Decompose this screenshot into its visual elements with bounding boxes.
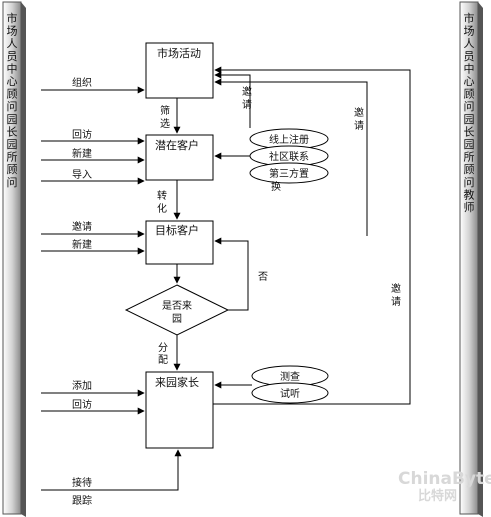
label-invite-c-1: 邀 [391, 282, 401, 295]
left-input-arrows [41, 86, 182, 491]
label-no: 否 [258, 271, 268, 283]
assessment-label: 测查 [280, 370, 300, 383]
label-swap: 换 [271, 180, 281, 193]
label-invite-c-2: 请 [391, 295, 401, 308]
visiting-parent-box: 来园家长 [145, 371, 214, 449]
label-reception: 接待 [72, 476, 92, 489]
arrow-no-loop [214, 237, 249, 311]
label-invite-a-1: 邀 [242, 85, 252, 98]
label-convert-2: 化 [157, 202, 167, 215]
trial-class-label: 试听 [280, 387, 300, 400]
label-assign-1: 分 [158, 342, 168, 354]
right-role-bar: 市场人员中心顾问园长园所顾问教师 [459, 1, 483, 517]
target-customer-label: 目标客户 [155, 223, 199, 237]
trial-class-ellipse: 试听 [251, 382, 329, 404]
label-import: 导入 [72, 169, 92, 181]
visiting-parent-label: 来园家长 [155, 375, 199, 389]
label-new-1: 新建 [72, 147, 92, 160]
label-invite-a-2: 请 [242, 98, 252, 111]
label-assign-2: 配 [158, 354, 168, 366]
arrow-invite-a [214, 71, 251, 128]
label-revisit-2: 回访 [72, 399, 92, 411]
watermark-line2: 比特网 [418, 488, 457, 504]
arrow-invite-b [214, 78, 368, 236]
target-customer-box: 目标客户 [145, 220, 214, 265]
right-role-label: 市场人员中心顾问园长园所顾问教师 [464, 11, 475, 214]
label-organize: 组织 [72, 76, 92, 89]
label-add: 添加 [72, 379, 92, 392]
third-party-label: 第三方置 [269, 167, 309, 180]
visit-decision-diamond: 是否来 园 [124, 284, 230, 336]
potential-customer-box: 潜在客户 [145, 134, 214, 181]
decision-label-line2: 园 [172, 313, 182, 325]
chinabyte-watermark: ChinaByte 比特网 [398, 469, 491, 504]
label-convert-1: 转 [157, 189, 167, 202]
community-contact-label: 社区联系 [269, 150, 309, 163]
main-flow-arrows [173, 66, 411, 405]
online-registration-label: 线上注册 [269, 133, 309, 146]
label-invite-b-2: 请 [354, 119, 364, 132]
label-follow: 跟踪 [72, 494, 92, 507]
label-screen-1: 筛 [160, 104, 170, 117]
watermark-line1: ChinaByte [398, 469, 491, 489]
third-party-ellipse: 第三方置 [249, 162, 329, 184]
left-role-bar: 市场人员中心顾问园长园所顾问 [2, 1, 26, 517]
arrow-invite-c [213, 66, 411, 405]
label-invite-b-1: 邀 [354, 106, 364, 119]
label-invite: 邀请 [72, 220, 92, 233]
decision-label-line1: 是否来 [162, 300, 192, 312]
market-activity-box: 市场活动 [145, 42, 214, 99]
flow-labels: 筛 选 转 化 分 配 否 换 邀 请 邀 请 邀 请 [157, 85, 401, 366]
label-revisit-1: 回访 [72, 129, 92, 141]
potential-customer-label: 潜在客户 [155, 138, 199, 152]
left-input-labels: 组织 回访 新建 导入 邀请 新建 添加 回访 接待 跟踪 [72, 76, 92, 507]
market-activity-label: 市场活动 [157, 46, 201, 60]
left-role-label: 市场人员中心顾问园长园所顾问 [7, 11, 18, 189]
arrow-reception-follow [41, 449, 182, 491]
label-new-2: 新建 [72, 238, 92, 251]
label-screen-2: 选 [160, 117, 170, 130]
